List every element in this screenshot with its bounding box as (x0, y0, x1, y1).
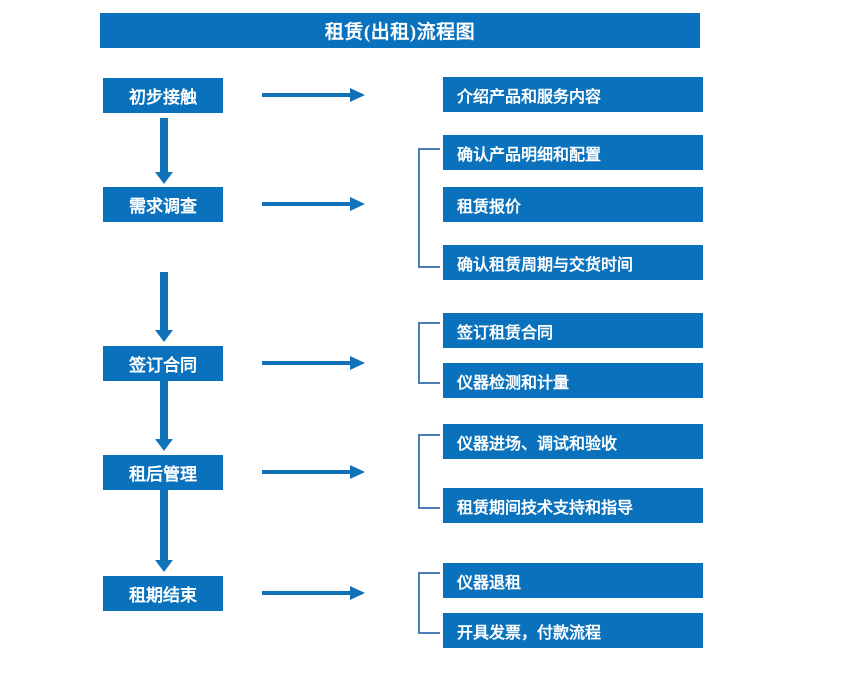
group-bracket-3 (418, 322, 440, 384)
page-title: 租赁(出租)流程图 (100, 13, 700, 48)
stage-box-5[interactable]: 租期结束 (103, 576, 223, 611)
detail-box-3[interactable]: 租赁报价 (443, 187, 703, 222)
arrow-down-1 (155, 118, 173, 184)
detail-box-1[interactable]: 介绍产品和服务内容 (443, 77, 703, 112)
arrow-shaft (262, 202, 351, 206)
arrow-head (155, 560, 173, 572)
detail-box-4[interactable]: 确认租赁周期与交货时间 (443, 245, 703, 280)
stage-box-2[interactable]: 需求调查 (103, 187, 223, 222)
arrow-head (350, 197, 365, 211)
arrow-shaft (262, 93, 351, 97)
stage-box-1[interactable]: 初步接触 (103, 78, 223, 113)
arrow-down-3 (155, 381, 173, 451)
detail-box-7[interactable]: 仪器进场、调试和验收 (443, 424, 703, 459)
arrow-shaft (262, 591, 351, 595)
stage-box-4[interactable]: 租后管理 (103, 455, 223, 490)
detail-box-2[interactable]: 确认产品明细和配置 (443, 135, 703, 170)
arrow-head (350, 88, 365, 102)
arrow-down-2 (155, 272, 173, 342)
arrow-head (350, 356, 365, 370)
arrow-shaft (160, 272, 168, 330)
group-bracket-5 (418, 572, 440, 634)
arrow-head (155, 172, 173, 184)
arrow-shaft (262, 361, 351, 365)
arrow-head (155, 439, 173, 451)
arrow-shaft (160, 490, 168, 560)
detail-box-8[interactable]: 租赁期间技术支持和指导 (443, 488, 703, 523)
arrow-right-stage-1 (262, 88, 365, 102)
detail-box-6[interactable]: 仪器检测和计量 (443, 363, 703, 398)
arrow-shaft (160, 118, 168, 172)
arrow-head (155, 330, 173, 342)
arrow-right-stage-3 (262, 356, 365, 370)
arrow-shaft (160, 381, 168, 439)
stage-box-3[interactable]: 签订合同 (103, 346, 223, 381)
arrow-head (350, 586, 365, 600)
detail-box-9[interactable]: 仪器退租 (443, 563, 703, 598)
detail-box-5[interactable]: 签订租赁合同 (443, 313, 703, 348)
arrow-right-stage-4 (262, 465, 365, 479)
group-bracket-4 (418, 434, 440, 509)
detail-box-10[interactable]: 开具发票，付款流程 (443, 613, 703, 648)
arrow-right-stage-2 (262, 197, 365, 211)
arrow-head (350, 465, 365, 479)
arrow-shaft (262, 470, 351, 474)
arrow-right-stage-5 (262, 586, 365, 600)
group-bracket-2 (418, 148, 440, 268)
arrow-down-4 (155, 490, 173, 572)
